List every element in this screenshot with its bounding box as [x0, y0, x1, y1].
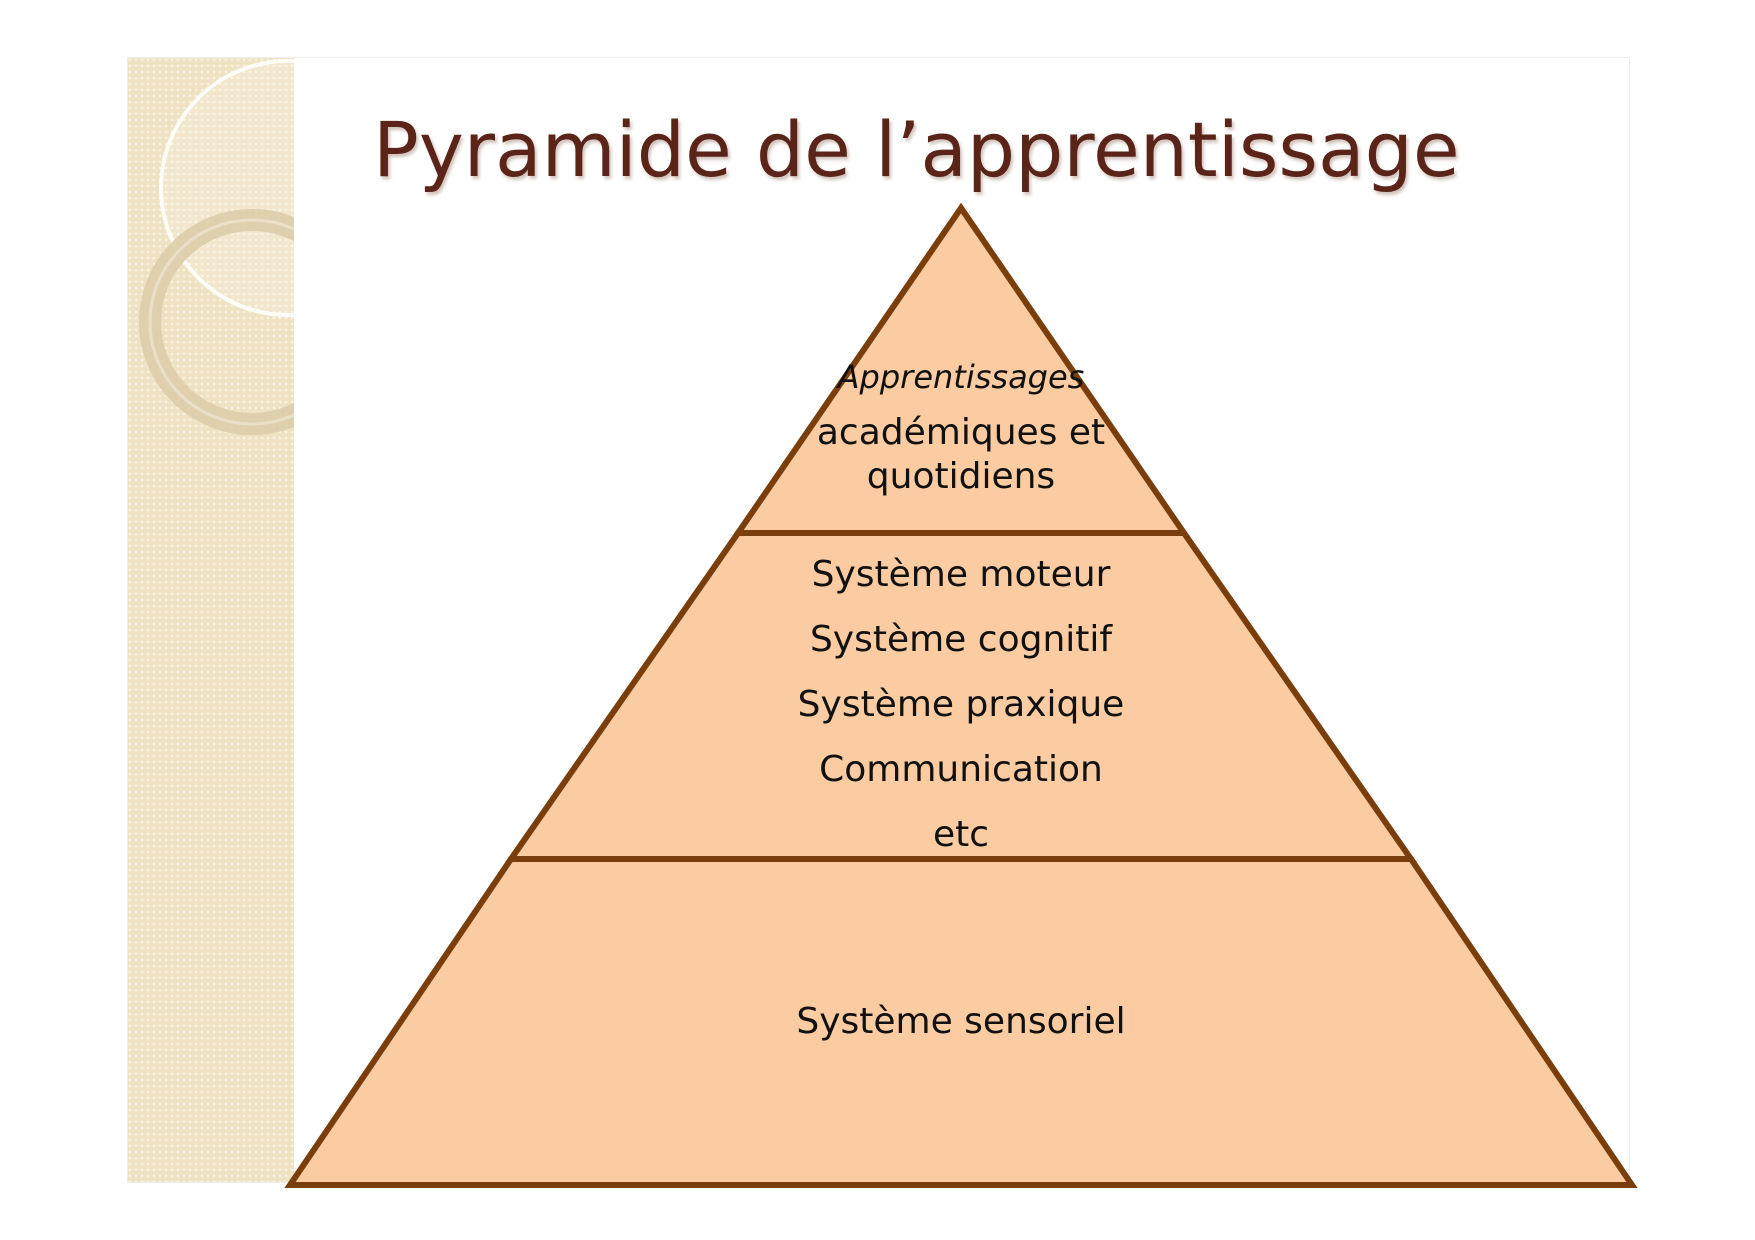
- tier-middle-line-2: Système cognitif: [809, 619, 1113, 660]
- tier-middle-line-5: etc: [932, 814, 990, 855]
- pyramid-tier-top: [732, 202, 1190, 536]
- tier-top-line-1: Apprentissages: [837, 358, 1085, 396]
- tier-middle-line-3: Système praxique: [797, 684, 1125, 725]
- slide-title: Pyramide de l’apprentissage: [373, 105, 1460, 194]
- tier-bottom-text: Système sensoriel: [751, 1000, 1171, 1044]
- tier-top-text: Apprentissages académiques et quotidiens: [751, 358, 1171, 499]
- tier-middle-text: Système moteur Système cognitif Système …: [751, 542, 1171, 867]
- tier-middle-line-4: Communication: [819, 749, 1103, 790]
- decorative-circles-icon: [139, 59, 294, 435]
- tier-middle-line-1: Système moteur: [811, 554, 1111, 595]
- tier-top-line-3: quotidiens: [866, 455, 1056, 497]
- tier-bottom-line-1: Système sensoriel: [796, 1001, 1126, 1042]
- decorative-side-strip: [128, 58, 294, 1182]
- tier-top-line-2: académiques et: [816, 412, 1106, 454]
